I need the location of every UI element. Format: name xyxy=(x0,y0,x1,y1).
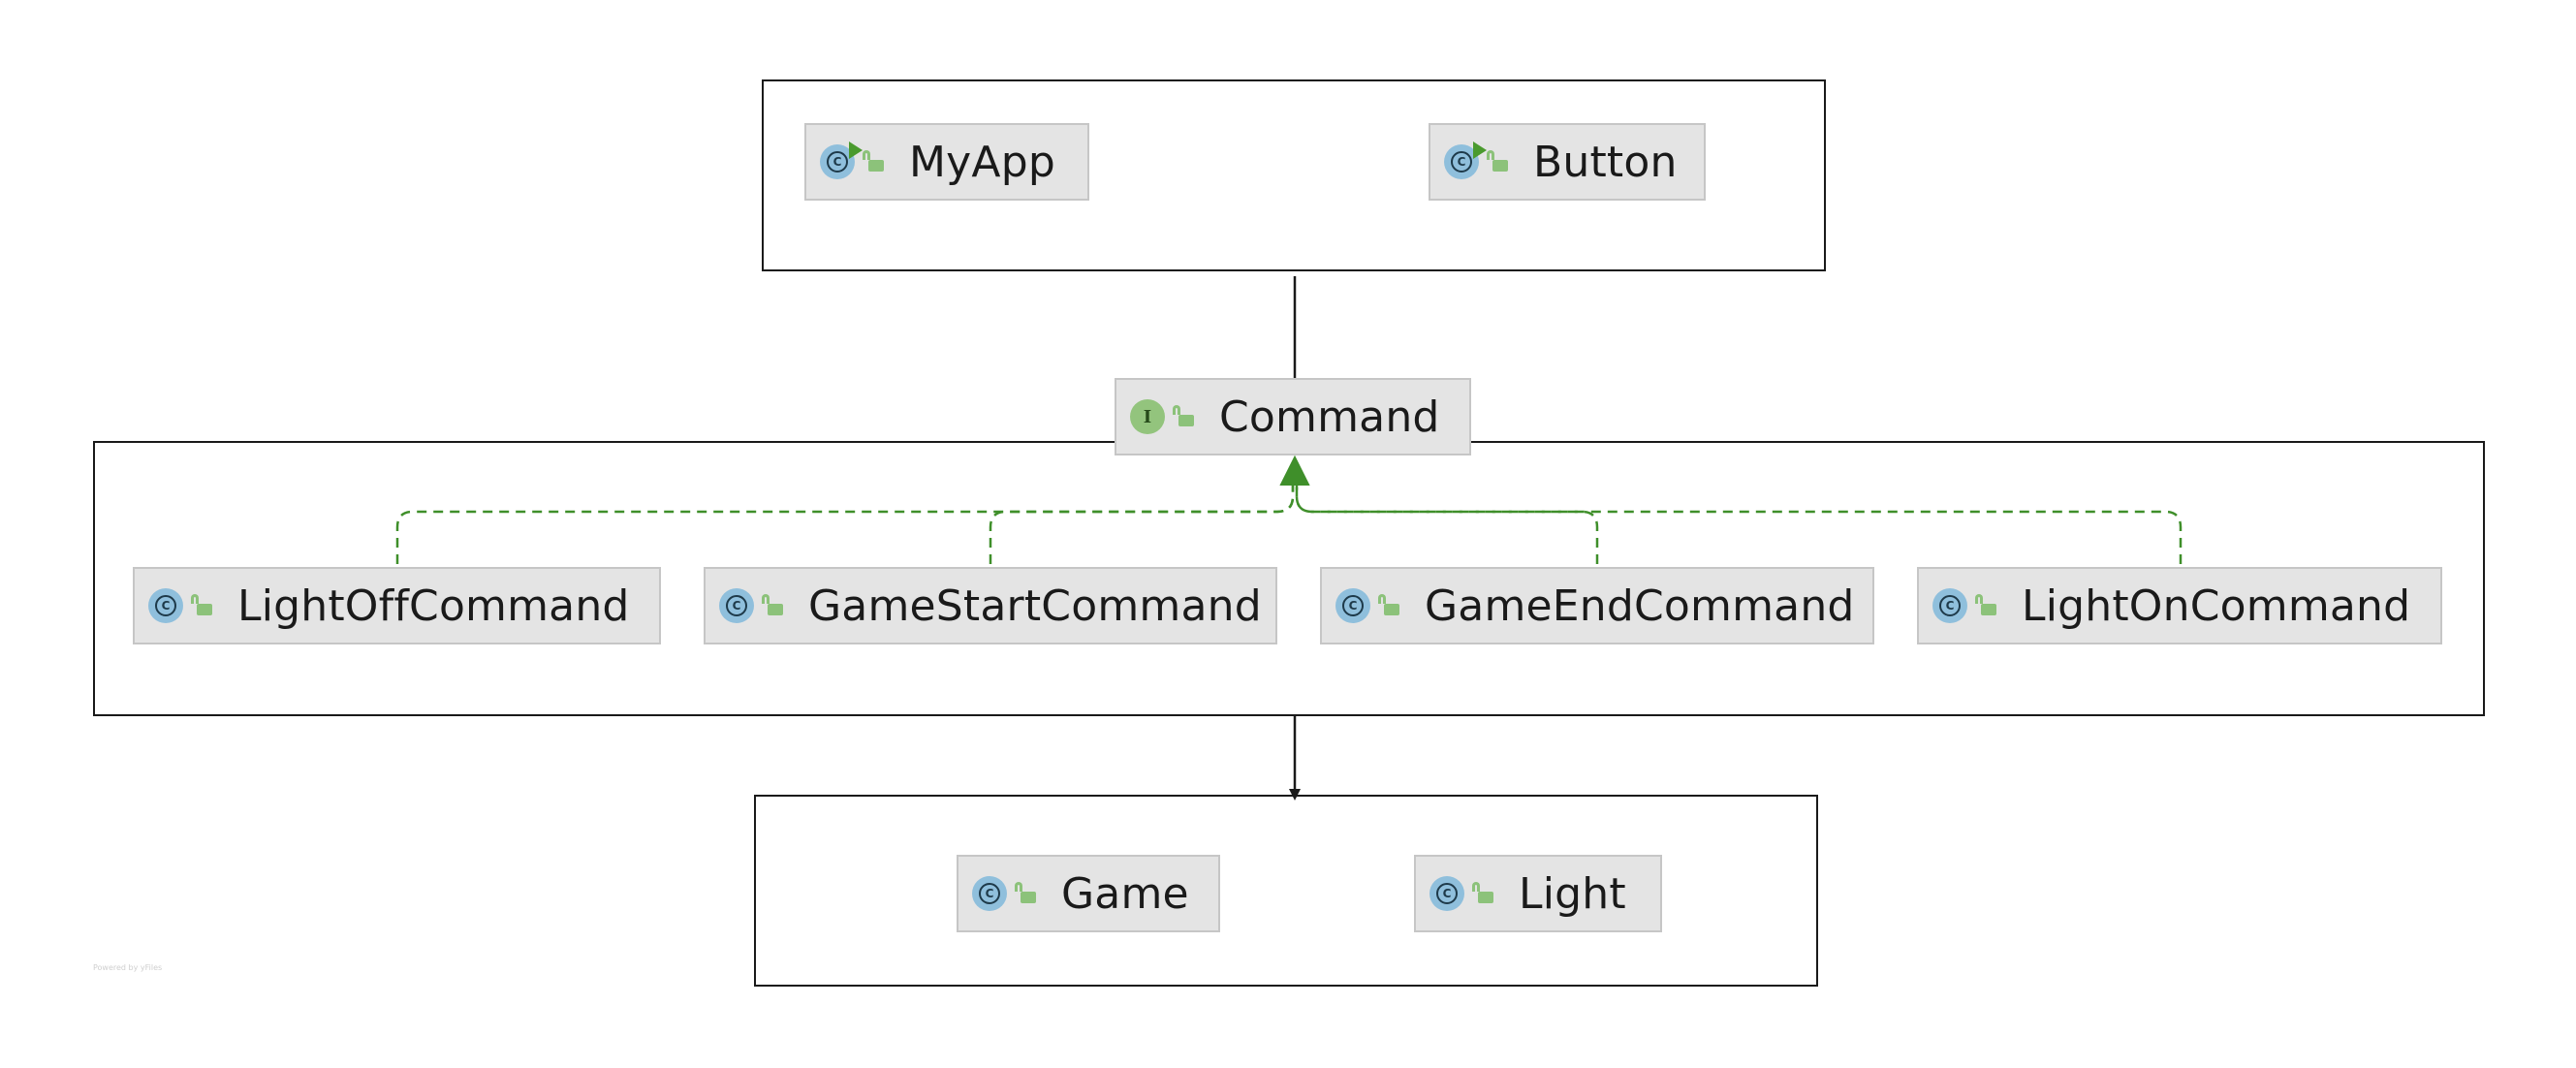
realization-edge-lighton xyxy=(1295,485,2183,564)
interface-i-icon: I xyxy=(1130,399,1165,434)
powered-by-watermark: Powered by yFiles xyxy=(93,963,163,972)
public-lock-icon xyxy=(1173,405,1194,426)
public-lock-icon xyxy=(1378,594,1399,615)
clients-group-box xyxy=(762,79,1826,271)
class-c-icon: C xyxy=(1444,141,1487,179)
realization-edge-gameend xyxy=(1295,485,1599,564)
realization-arrowhead xyxy=(1279,455,1310,486)
public-lock-icon xyxy=(1472,882,1493,903)
class-c-icon: C xyxy=(972,876,1007,911)
class-node-light[interactable]: C Light xyxy=(1414,855,1662,932)
class-name-label: Light xyxy=(1519,868,1626,919)
class-name-label: MyApp xyxy=(909,137,1055,187)
class-c-icon: C xyxy=(1932,588,1967,623)
run-triangle-icon xyxy=(1473,141,1487,159)
class-c-icon: C xyxy=(820,141,863,179)
class-name-label: Button xyxy=(1533,137,1678,187)
class-name-label: LightOffCommand xyxy=(237,581,630,631)
class-node-lightoffcommand[interactable]: C LightOffCommand xyxy=(133,567,661,644)
class-node-myapp[interactable]: C MyApp xyxy=(804,123,1089,201)
interface-node-command[interactable]: I Command xyxy=(1115,378,1471,455)
class-name-label: GameStartCommand xyxy=(808,581,1262,631)
public-lock-icon xyxy=(1015,882,1036,903)
class-c-icon: C xyxy=(719,588,754,623)
interface-name-label: Command xyxy=(1219,392,1440,442)
class-node-gameendcommand[interactable]: C GameEndCommand xyxy=(1320,567,1874,644)
class-c-icon: C xyxy=(148,588,183,623)
class-name-label: LightOnCommand xyxy=(2022,581,2411,631)
public-lock-icon xyxy=(762,594,783,615)
class-name-label: Game xyxy=(1061,868,1189,919)
realization-edge-lightoff xyxy=(395,485,1295,564)
public-lock-icon xyxy=(863,150,884,172)
receivers-group-box xyxy=(754,795,1818,987)
class-name-label: GameEndCommand xyxy=(1425,581,1855,631)
public-lock-icon xyxy=(191,594,212,615)
class-node-button[interactable]: C Button xyxy=(1429,123,1706,201)
class-c-icon: C xyxy=(1335,588,1370,623)
class-c-icon: C xyxy=(1429,876,1464,911)
class-node-lightoncommand[interactable]: C LightOnCommand xyxy=(1917,567,2442,644)
class-node-game[interactable]: C Game xyxy=(957,855,1220,932)
public-lock-icon xyxy=(1975,594,1996,615)
class-node-gamestartcommand[interactable]: C GameStartCommand xyxy=(704,567,1277,644)
run-triangle-icon xyxy=(849,141,863,159)
public-lock-icon xyxy=(1487,150,1508,172)
realization-edge-gamestart xyxy=(989,485,1295,564)
